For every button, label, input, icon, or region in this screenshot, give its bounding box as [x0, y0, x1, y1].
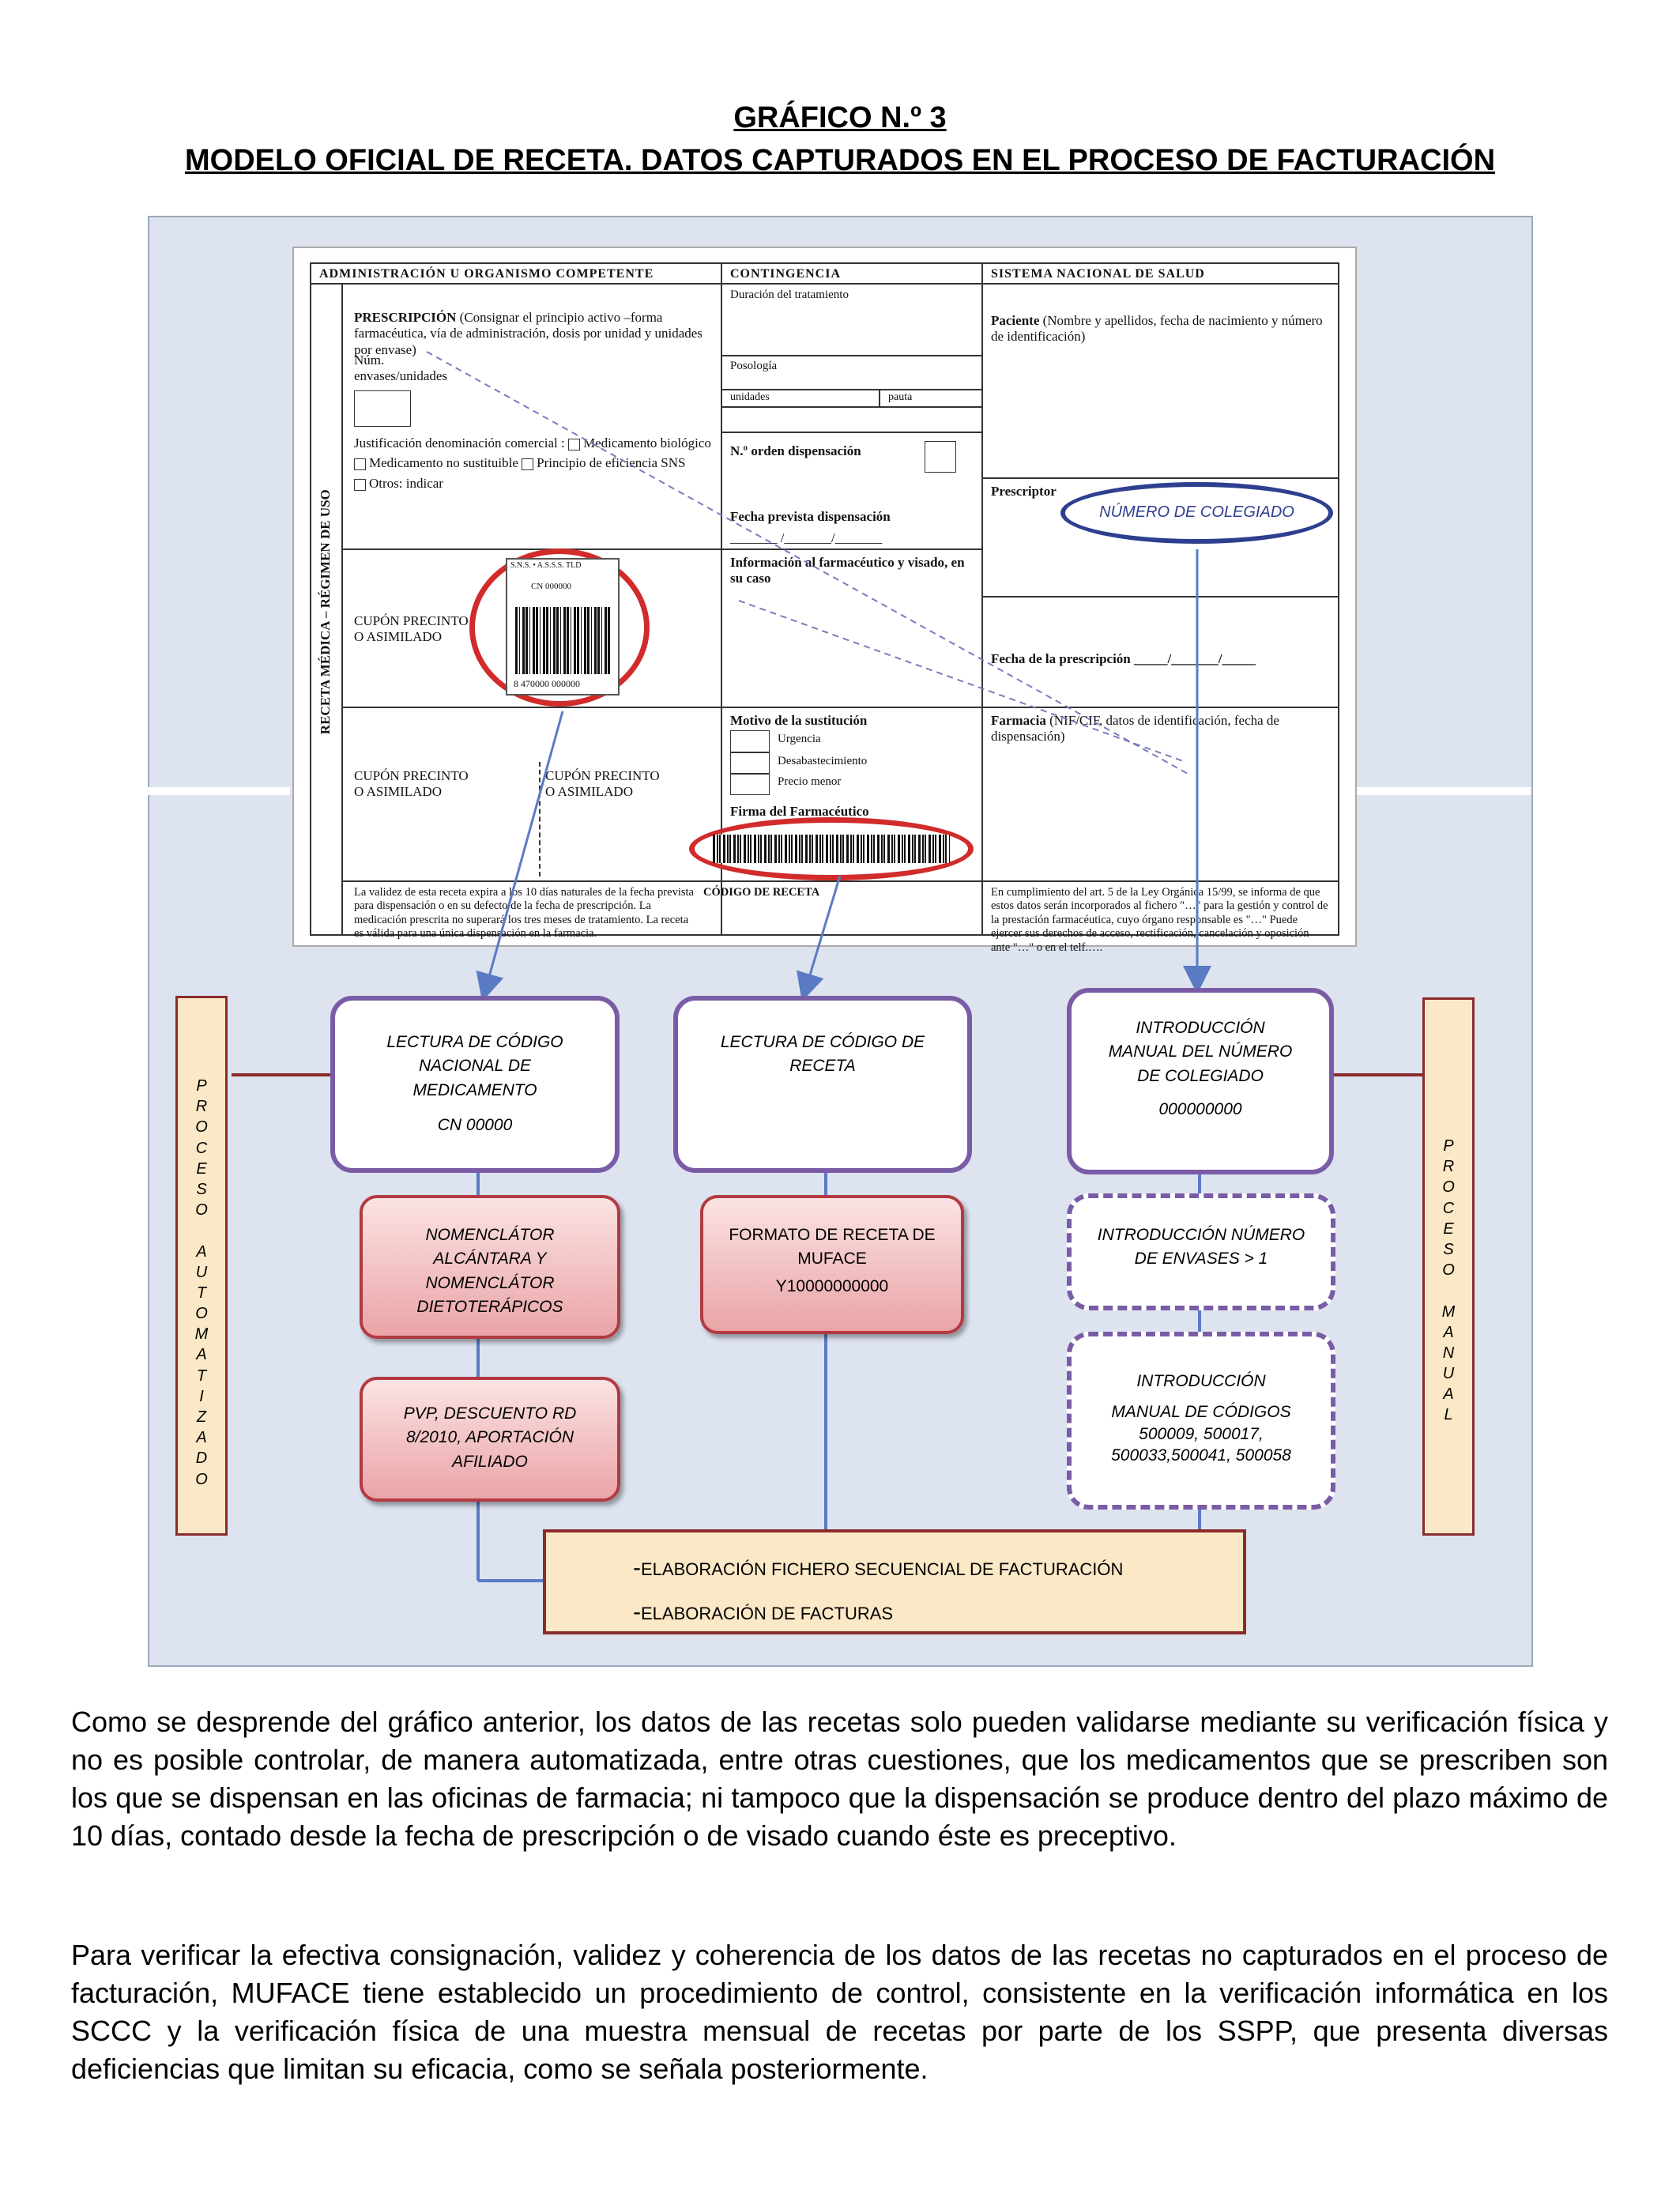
- receta-barcode: [713, 835, 950, 863]
- form-cupon-2: CUPÓN PRECINTO O ASIMILADO: [354, 768, 469, 800]
- proceso-manual-letter: P: [1443, 1137, 1454, 1155]
- proceso-manual-letter: N: [1442, 1344, 1455, 1362]
- form-opt-otros: Otros: indicar: [354, 476, 443, 492]
- form-opt-no-sustituible: Medicamento no sustituible Principio de …: [354, 455, 685, 471]
- form-firma: Firma del Farmacéutico: [730, 804, 869, 819]
- form-header-contingencia: CONTINGENCIA: [730, 267, 842, 281]
- prescription-form: ADMINISTRACIÓN U ORGANISMO COMPETENTE CO…: [292, 247, 1357, 954]
- proceso-manual-letter: U: [1442, 1365, 1455, 1383]
- pvp-descuento-box: PVP, DESCUENTO RD 8/2010, APORTACIÓN AFI…: [360, 1377, 620, 1502]
- lectura-codigo-receta-box: LECTURA DE CÓDIGO DE RECETA: [673, 996, 972, 1173]
- proceso-manual-letter: R: [1442, 1158, 1455, 1176]
- formato-receta-box: FORMATO DE RECETA DE MUFACE Y10000000000: [700, 1195, 964, 1334]
- proceso-automatizado-letter: M: [194, 1325, 209, 1344]
- proceso-automatizado-letter: P: [196, 1077, 207, 1095]
- panel-band-left: [148, 787, 290, 795]
- proceso-automatizado-letter: A: [196, 1346, 207, 1364]
- form-desabastecimiento: Desabastecimiento: [778, 755, 868, 767]
- proceso-automatizado-letter: O: [195, 1201, 208, 1220]
- proceso-manual-letter: A: [1443, 1385, 1454, 1404]
- proceso-manual-letter: M: [1441, 1302, 1456, 1321]
- proceso-manual-letter: E: [1443, 1220, 1454, 1238]
- cn-barcode-sticker: S.N.S. • A.S.S.S. TLD CN 000000 8 470000…: [506, 558, 620, 696]
- proceso-manual-letter: C: [1442, 1199, 1455, 1217]
- form-orden-box: [925, 441, 956, 473]
- proceso-automatizado-letter: U: [195, 1263, 208, 1281]
- paragraph-1: Como se desprende del gráfico anterior, …: [71, 1706, 1608, 1852]
- form-lopd: En cumplimiento del art. 5 de la Ley Org…: [991, 886, 1328, 954]
- form-unidades: unidades: [730, 391, 770, 403]
- form-precio-menor: Precio menor: [778, 775, 842, 788]
- form-paciente: Paciente (Nombre y apellidos, fecha de n…: [991, 313, 1323, 345]
- cn-barcode-highlight: [469, 548, 650, 707]
- form-cupon-3: CUPÓN PRECINTO O ASIMILADO: [545, 768, 660, 800]
- proceso-manual-letter: O: [1442, 1261, 1455, 1280]
- proceso-automatizado-letter: O: [195, 1470, 208, 1488]
- facturacion-item-fichero: -ELABORACIÓN FICHERO SECUENCIAL DE FACTU…: [633, 1555, 1124, 1581]
- form-prescriptor: Prescriptor: [991, 484, 1057, 499]
- nomenclator-box: NOMENCLÁTOR ALCÁNTARA Y NOMENCLÁTOR DIET…: [360, 1195, 620, 1339]
- form-header-sns: SISTEMA NACIONAL DE SALUD: [991, 267, 1205, 281]
- form-fecha-prescripcion: Fecha de la prescripción _____/_______/_…: [991, 651, 1256, 666]
- proceso-manual-letter: A: [1443, 1323, 1454, 1341]
- form-duracion: Duración del tratamiento: [730, 288, 849, 301]
- proceso-automatizado-letter: C: [195, 1139, 208, 1157]
- panel-band-right: [1356, 787, 1531, 795]
- form-farmacia: Farmacia (NIF/CIF, datos de identificaci…: [991, 713, 1279, 745]
- proceso-manual-letter: [1425, 1280, 1472, 1301]
- form-pauta: pauta: [888, 391, 913, 403]
- form-justificacion: Justificación denominación comercial : M…: [354, 435, 711, 450]
- form-codigo-receta: CÓDIGO DE RECETA: [703, 886, 820, 899]
- form-motivo: Motivo de la sustitución: [730, 713, 868, 728]
- form-motivo-boxes: [730, 730, 770, 795]
- lectura-codigo-nacional-box: LECTURA DE CÓDIGO NACIONAL DE MEDICAMENT…: [330, 996, 620, 1173]
- proceso-automatizado-letter: S: [196, 1180, 207, 1198]
- form-fecha-prevista: Fecha prevista dispensación: [730, 509, 891, 524]
- proceso-automatizado-letter: R: [195, 1098, 208, 1116]
- form-envases-box: [354, 390, 411, 427]
- facturacion-item-facturas: -ELABORACIÓN DE FACTURAS: [633, 1599, 894, 1625]
- proceso-automatizado-letter: O: [195, 1118, 208, 1137]
- numero-colegiado-highlight: NÚMERO DE COLEGIADO: [1060, 482, 1333, 544]
- proceso-automatizado-letter: A: [196, 1242, 207, 1261]
- proceso-automatizado-letter: D: [195, 1449, 208, 1468]
- form-header-organismo: ADMINISTRACIÓN U ORGANISMO COMPETENTE: [319, 267, 654, 281]
- introduccion-codigos-box: INTRODUCCIÓN MANUAL DE CÓDIGOS 500009, 5…: [1067, 1332, 1335, 1510]
- proceso-automatizado-letter: T: [196, 1284, 207, 1302]
- form-cupon-divider: [539, 762, 541, 876]
- introduccion-colegiado-box: INTRODUCCIÓN MANUAL DEL NÚMERO DE COLEGI…: [1067, 988, 1334, 1174]
- proceso-manual-letter: L: [1444, 1406, 1453, 1424]
- form-cupon-1: CUPÓN PRECINTO O ASIMILADO: [354, 613, 469, 645]
- receta-barcode-highlight: [689, 817, 974, 880]
- proceso-automatizado-letter: I: [199, 1387, 204, 1405]
- facturacion-box: -ELABORACIÓN FICHERO SECUENCIAL DE FACTU…: [543, 1529, 1246, 1634]
- form-orden-dispensacion: N.º orden dispensación: [730, 443, 861, 458]
- proceso-manual-letter: S: [1443, 1240, 1454, 1258]
- form-prescripcion: PRESCRIPCIÓN (Consignar el principio act…: [354, 310, 703, 357]
- proceso-automatizado-letter: O: [195, 1305, 208, 1323]
- paragraph-2: Para verificar la efectiva consignación,…: [71, 1939, 1608, 2085]
- form-urgencia: Urgencia: [778, 733, 821, 745]
- form-posologia: Posología: [730, 360, 778, 372]
- form-num-envases: Núm. envases/unidades: [354, 352, 448, 384]
- proceso-automatizado-letter: A: [196, 1429, 207, 1447]
- form-validez: La validez de esta receta expira a los 1…: [354, 886, 694, 941]
- proceso-automatizado-letter: [178, 1220, 225, 1241]
- proceso-automatizado-letter: Z: [196, 1408, 207, 1426]
- proceso-automatizado-letter: E: [196, 1159, 207, 1178]
- proceso-automatizado-letter: T: [196, 1367, 207, 1385]
- figure-title: MODELO OFICIAL DE RECETA. DATOS CAPTURAD…: [184, 144, 1496, 177]
- form-info-farmaceutico: Información al farmacéutico y visado, en…: [730, 555, 965, 586]
- figure-number: GRÁFICO N.º 3: [733, 101, 947, 134]
- introduccion-envases-box: INTRODUCCIÓN NÚMERO DE ENVASES > 1: [1067, 1193, 1335, 1310]
- proceso-manual-letter: O: [1442, 1178, 1455, 1197]
